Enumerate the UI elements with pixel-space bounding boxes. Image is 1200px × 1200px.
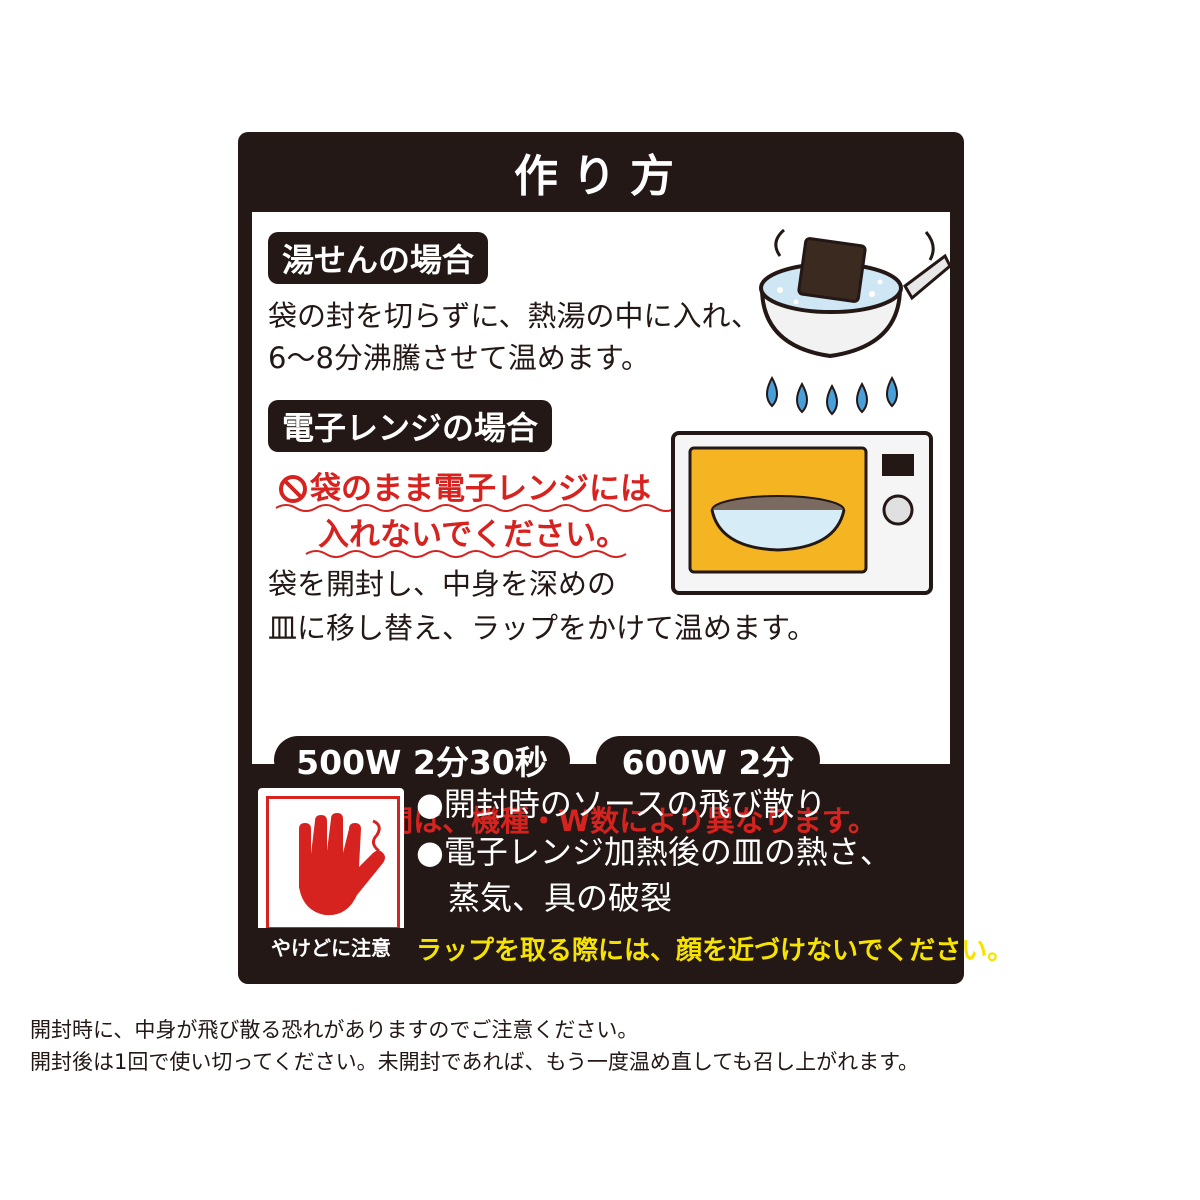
hand-burn-icon bbox=[299, 813, 385, 916]
microwave-text-line1: 袋を開封し、中身を深めの bbox=[268, 567, 617, 601]
boiling-text-line1: 袋の封を切らずに、熱湯の中に入れ、 bbox=[268, 299, 760, 333]
microwave-warning-line2: 入れないでください。 bbox=[318, 517, 628, 553]
time-500w-badge: 500W 2分30秒 bbox=[274, 736, 570, 784]
microwave-warning-line1: 袋のまま電子レンジには bbox=[310, 471, 651, 507]
microwave-icon bbox=[671, 431, 933, 595]
microwave-heading: 電子レンジの場合 bbox=[268, 400, 553, 452]
caution-yellow-note: ラップを取る際には、顔を近づけないでください。 bbox=[416, 936, 1014, 966]
pot-icon bbox=[759, 228, 950, 416]
caution-item-1: ●開封時のソースの飛び散り bbox=[416, 785, 827, 823]
time-600w-badge: 600W 2分 bbox=[596, 736, 820, 784]
instructions-body: 湯せんの場合 袋の封を切らずに、熱湯の中に入れ、 6～8分沸騰させて温めます。 … bbox=[252, 212, 950, 838]
boiling-heading: 湯せんの場合 bbox=[268, 232, 489, 284]
caution-item-2-line1: ●電子レンジ加熱後の皿の熱さ、 bbox=[416, 833, 892, 871]
card-title: 作り方 bbox=[514, 151, 688, 202]
caution-item-2-line2: 蒸気、具の破裂 bbox=[448, 879, 673, 917]
prohibited-icon bbox=[279, 475, 307, 503]
footer-line-1: 開封時に、中身が飛び散る恐れがありますのでご注意ください。 bbox=[30, 1018, 639, 1042]
microwave-text-line2: 皿に移し替え、ラップをかけて温めます。 bbox=[268, 611, 817, 645]
instructions-card: 作り方 湯せんの場合 袋の封を切らずに、熱湯の中に入れ、 6～8分沸騰させて温め… bbox=[238, 132, 1013, 984]
boiling-text-line2: 6～8分沸騰させて温めます。 bbox=[268, 341, 651, 375]
burn-warning-badge: やけどに注意 bbox=[258, 788, 404, 964]
burn-warning-label: やけどに注意 bbox=[258, 928, 404, 964]
warning-wave-outline bbox=[275, 504, 717, 558]
footer-line-2: 開封後は1回で使い切ってください。未開封であれば、もう一度温め直しても召し上がれ… bbox=[30, 1050, 920, 1074]
